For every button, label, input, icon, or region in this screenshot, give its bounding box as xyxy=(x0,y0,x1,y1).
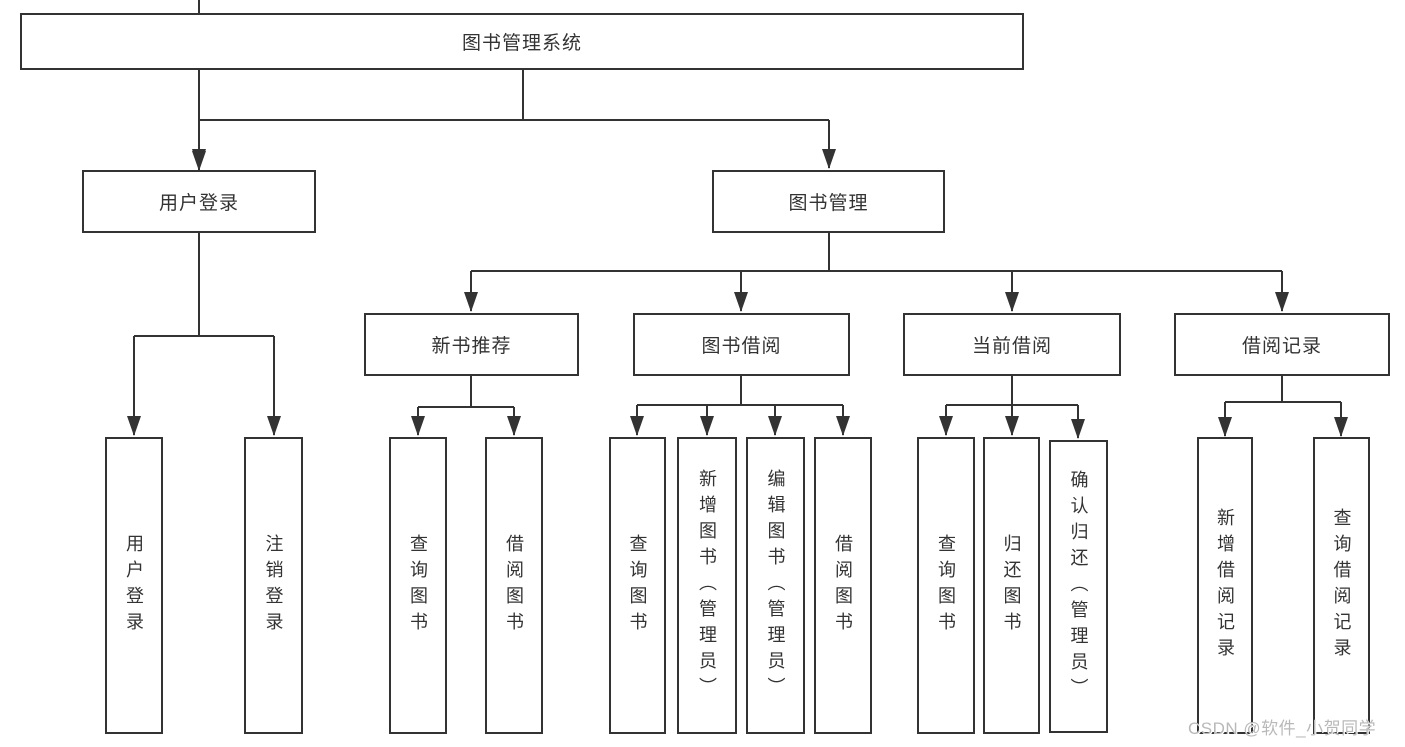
leaf-logout: 注销登录 xyxy=(244,437,303,734)
node-new-book-recommend: 新书推荐 xyxy=(364,313,579,376)
leaf-query-book-current: 查询图书 xyxy=(917,437,975,734)
leaf-add-book-admin: 新增图书（管理员） xyxy=(677,437,737,734)
connector-new-book-to-leaves xyxy=(411,376,521,436)
leaf-add-borrow-record: 新增借阅记录 xyxy=(1197,437,1253,734)
connector-current-borrow-to-leaves xyxy=(939,376,1085,439)
connector-borrow-record-to-leaves xyxy=(1218,376,1348,437)
connector-book-borrow-to-leaves xyxy=(630,376,850,436)
csdn-watermark: CSDN @软件_小贺同学 xyxy=(1188,719,1377,738)
leaf-query-book-newrec: 查询图书 xyxy=(389,437,447,734)
connector-user-login-to-leaves xyxy=(127,233,281,436)
leaf-return-book: 归还图书 xyxy=(983,437,1040,734)
leaf-query-book-borrow: 查询图书 xyxy=(609,437,666,734)
node-book-management: 图书管理 xyxy=(712,170,945,233)
node-root-system: 图书管理系统 xyxy=(20,13,1024,70)
node-user-login: 用户登录 xyxy=(82,170,316,233)
leaf-borrow-book-newrec: 借阅图书 xyxy=(485,437,543,734)
node-book-borrowing: 图书借阅 xyxy=(633,313,850,376)
leaf-edit-book-admin: 编辑图书（管理员） xyxy=(746,437,805,734)
leaf-confirm-return-admin: 确认归还（管理员） xyxy=(1049,440,1108,733)
leaf-borrow-book-borrow: 借阅图书 xyxy=(814,437,872,734)
leaf-query-borrow-record: 查询借阅记录 xyxy=(1313,437,1370,734)
node-current-borrowing: 当前借阅 xyxy=(903,313,1121,376)
leaf-user-login: 用户登录 xyxy=(105,437,163,734)
connector-book-mgmt-to-level3 xyxy=(464,233,1289,312)
node-borrowing-records: 借阅记录 xyxy=(1174,313,1390,376)
